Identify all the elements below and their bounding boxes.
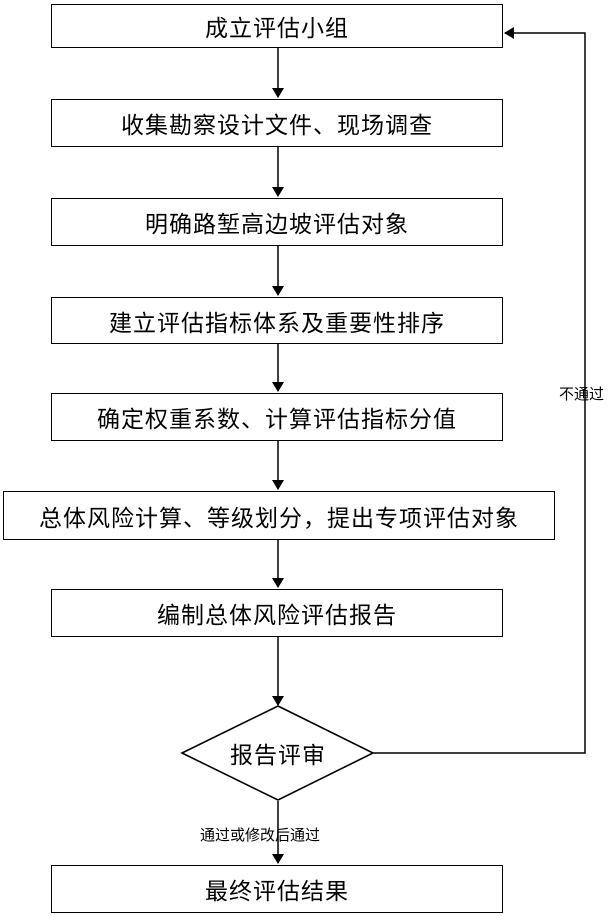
edge-label-fail: 不通过 [559, 385, 605, 403]
edge-label-pass: 通过或修改后通过 [200, 826, 321, 844]
decision-diamond [180, 705, 375, 801]
step-define-objects: 明确路堑高边坡评估对象 [51, 198, 503, 246]
step-write-report: 编制总体风险评估报告 [51, 589, 503, 637]
step-final-result: 最终评估结果 [51, 865, 503, 913]
step-build-index: 建立评估指标体系及重要性排序 [51, 297, 503, 344]
step-weights-scores: 确定权重系数、计算评估指标分值 [51, 393, 503, 441]
step-collect-data: 收集勘察设计文件、现场调查 [51, 99, 503, 147]
step-risk-calculation: 总体风险计算、等级划分，提出专项评估对象 [3, 491, 555, 540]
arrow-fail-loop [373, 27, 586, 754]
decision-label: 报告评审 [230, 743, 326, 769]
step-form-team: 成立评估小组 [51, 4, 503, 48]
